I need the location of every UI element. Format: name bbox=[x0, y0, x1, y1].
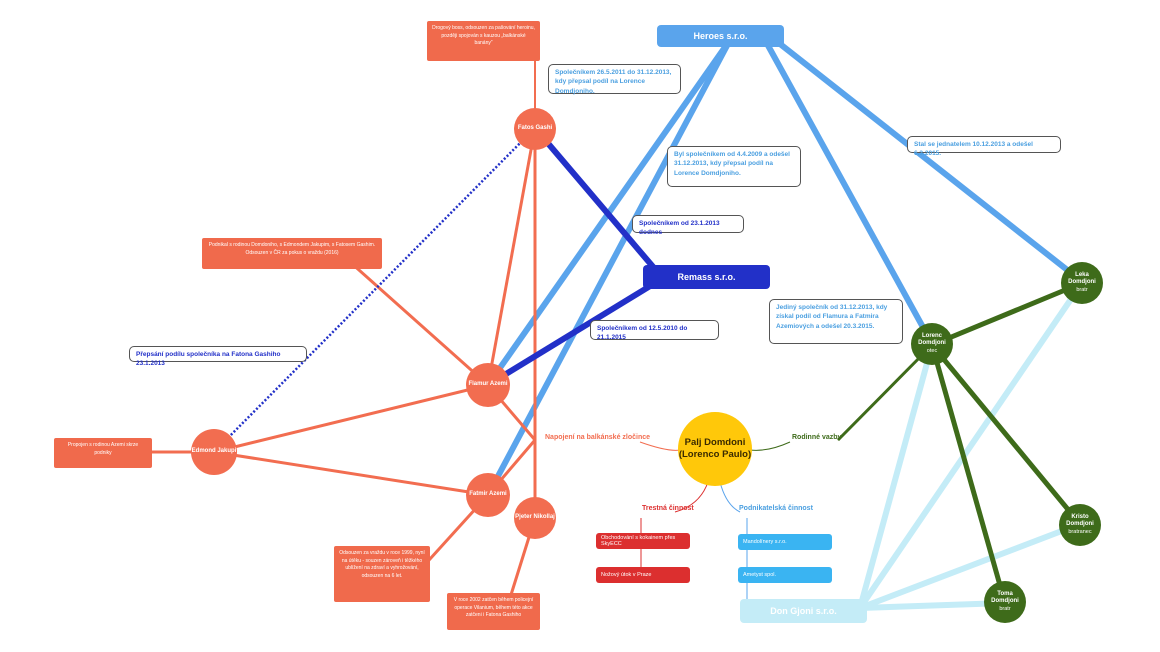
person-lorenc-name: Lorenc Domdjoni bbox=[918, 332, 946, 347]
link-lorenc-toma bbox=[929, 344, 1008, 604]
bubble-b6: Jediný společník od 31.12.2013, kdy získ… bbox=[769, 299, 903, 344]
branch-family[interactable]: Rodinné vazby bbox=[792, 434, 842, 441]
link-fatos-flamur bbox=[486, 127, 537, 386]
link-dongjoni-kristo bbox=[858, 521, 1082, 611]
person-fatmir[interactable]: Fatmir Azemi bbox=[466, 473, 510, 517]
link-lorenc-family bbox=[836, 343, 934, 442]
company-remass[interactable]: Remass s.r.o. bbox=[643, 265, 770, 289]
curve-center-business bbox=[719, 481, 741, 513]
branch-criminal[interactable]: Trestná činnost bbox=[642, 505, 694, 512]
bubble-b4: Společníkem od 23.1.2013 dodnes bbox=[632, 215, 744, 236]
link-edmond-fatmir bbox=[213, 450, 489, 497]
link-edmond-fatos-dashed bbox=[213, 127, 536, 453]
note-edmond: Propojen s rodinou Azemi skrze podniky bbox=[54, 438, 152, 468]
link-dongjoni-lorenc bbox=[857, 344, 935, 609]
curve-center-balkan bbox=[639, 441, 681, 451]
person-leka[interactable]: Leka Domdjoni bratr bbox=[1061, 262, 1103, 304]
person-kristo-role: bratranec bbox=[1068, 529, 1092, 536]
person-toma[interactable]: Toma Domdjoni bratr bbox=[984, 581, 1026, 623]
link-dongjoni-leka bbox=[857, 281, 1085, 610]
person-flamur[interactable]: Flamur Azemi bbox=[466, 363, 510, 407]
center-node[interactable]: Palj Domdoni (Lorenco Paulo) bbox=[678, 412, 752, 486]
link-edmond-flamur bbox=[213, 383, 489, 454]
bubble-b7: Přepsání podílu společníka na Fatona Gas… bbox=[129, 346, 307, 367]
bubble-b2: Byl společníkem od 4.4.2009 a odešel 31.… bbox=[667, 146, 801, 187]
company-heroes[interactable]: Heroes s.r.o. bbox=[657, 25, 784, 47]
person-fatos[interactable]: Fatos Gashi bbox=[514, 108, 556, 150]
person-edmond[interactable]: Edmond Jakupi bbox=[191, 429, 237, 475]
person-kristo[interactable]: Kristo Domdjoni bratranec bbox=[1059, 504, 1101, 546]
branch-balkan[interactable]: Napojení na balkánské zločince bbox=[545, 434, 651, 441]
note-fatmir: Odsouzen za vraždu v roce 1999, nyní na … bbox=[334, 546, 430, 602]
curve-center-family bbox=[749, 441, 791, 451]
link-lorenc-kristo bbox=[930, 343, 1082, 526]
person-leka-role: bratr bbox=[1076, 287, 1088, 294]
curve-center-criminal bbox=[674, 481, 709, 513]
center-name: Palj Domdoni bbox=[684, 436, 746, 448]
link-heroes-lorenc bbox=[762, 38, 933, 342]
person-toma-role: bratr bbox=[999, 606, 1011, 613]
person-leka-name: Leka Domdjoni bbox=[1068, 271, 1096, 286]
criminal-item-1[interactable]: Obchodování s kokainem přes SkyECC bbox=[596, 533, 690, 549]
link-dongjoni-toma bbox=[859, 600, 1006, 611]
business-item-2[interactable]: Ametyst spol. bbox=[738, 567, 832, 583]
person-lorenc-role: otec bbox=[926, 348, 938, 355]
note-fatos: Drogový boss, odsouzen za pašování heroi… bbox=[427, 21, 540, 61]
link-lorenc-leka bbox=[931, 280, 1083, 348]
bubble-b3: Stal se jednatelem 10.12.2013 a odešel 6… bbox=[907, 136, 1061, 157]
link-heroes-leka bbox=[773, 37, 1082, 283]
link-flamur-remass bbox=[486, 277, 662, 388]
person-toma-name: Toma Domdjoni bbox=[991, 590, 1019, 605]
person-lorenc[interactable]: Lorenc Domdjoni otec bbox=[911, 323, 953, 365]
criminal-item-2[interactable]: Nožový útok v Praze bbox=[596, 567, 690, 583]
bubble-b1: Společníkem 26.5.2011 do 31.12.2013, kdy… bbox=[548, 64, 681, 95]
note-flamur: Podnikal s rodinou Domdoniho, s Edmondem… bbox=[202, 238, 382, 269]
branch-business[interactable]: Podnikatelská činnost bbox=[739, 505, 813, 512]
link-flamur-note bbox=[349, 260, 489, 387]
bubble-b5: Společníkem od 12.5.2010 do 21.1.2015 bbox=[590, 320, 719, 341]
person-kristo-name: Kristo Domdjoni bbox=[1066, 513, 1094, 528]
link-heroes-fatmir bbox=[485, 38, 733, 497]
person-pjeter[interactable]: Pjeter Nikollaj bbox=[514, 497, 556, 539]
company-don-gjoni[interactable]: Don Gjoni s.r.o. bbox=[740, 599, 867, 623]
center-alias: (Lorenco Paulo) bbox=[678, 449, 752, 460]
business-item-1[interactable]: Mandolínery s.r.o. bbox=[738, 534, 832, 550]
note-pjeter: V roce 2002 zatčen během policejní opera… bbox=[447, 593, 540, 630]
link-fatos-remass bbox=[532, 126, 663, 277]
